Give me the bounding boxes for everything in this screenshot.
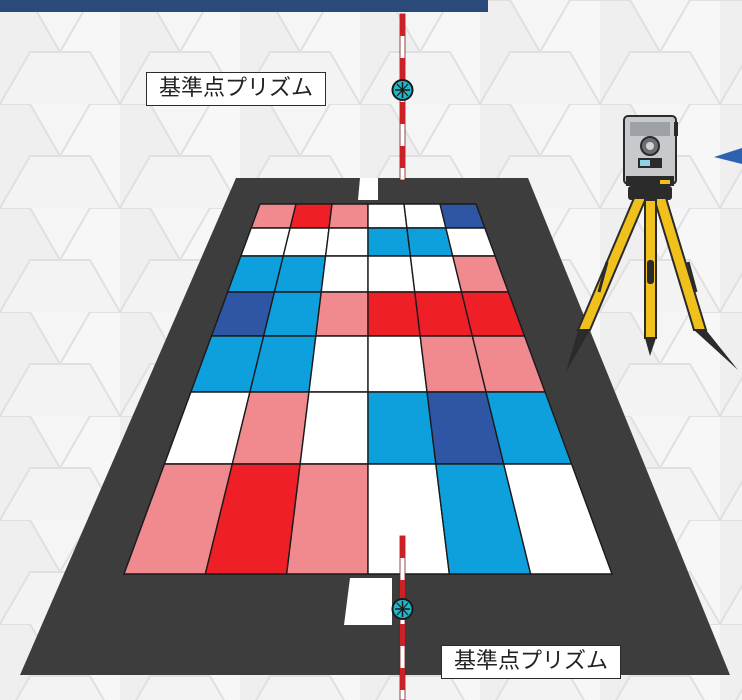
grid-cell <box>285 463 369 575</box>
prism-icon <box>391 598 414 620</box>
tripod-icon <box>566 186 738 372</box>
grid-cell <box>282 227 330 257</box>
prism-label-top: 基準点プリズム <box>146 72 327 106</box>
total-station-icon <box>623 115 678 186</box>
grid-cell <box>502 463 614 575</box>
grid-cell <box>367 291 421 337</box>
prism-icon <box>391 79 414 101</box>
grid-cell <box>308 335 369 393</box>
grid-cell <box>367 391 437 465</box>
grid-cell <box>367 463 451 575</box>
grid-cell <box>273 255 327 293</box>
grid-cell <box>315 291 369 337</box>
laser-beam <box>714 148 742 164</box>
lane-marking-bottom <box>344 578 392 625</box>
grid-cell <box>367 255 416 293</box>
grid-cell <box>262 291 323 337</box>
lane-marking-top <box>358 178 378 200</box>
grid-cell <box>367 335 428 393</box>
grid-cell <box>367 203 408 229</box>
grid-cell <box>328 203 369 229</box>
grid-cell <box>403 203 447 229</box>
header-bar <box>0 0 488 12</box>
grid-cell <box>289 203 333 229</box>
grid-cell <box>367 227 412 257</box>
prism-label-bottom: 基準点プリズム <box>441 645 622 679</box>
grid-cell <box>324 227 369 257</box>
grid-cell <box>299 391 369 465</box>
grid-cell <box>406 227 454 257</box>
grid-cell <box>320 255 369 293</box>
heatmap-grid <box>122 203 614 575</box>
